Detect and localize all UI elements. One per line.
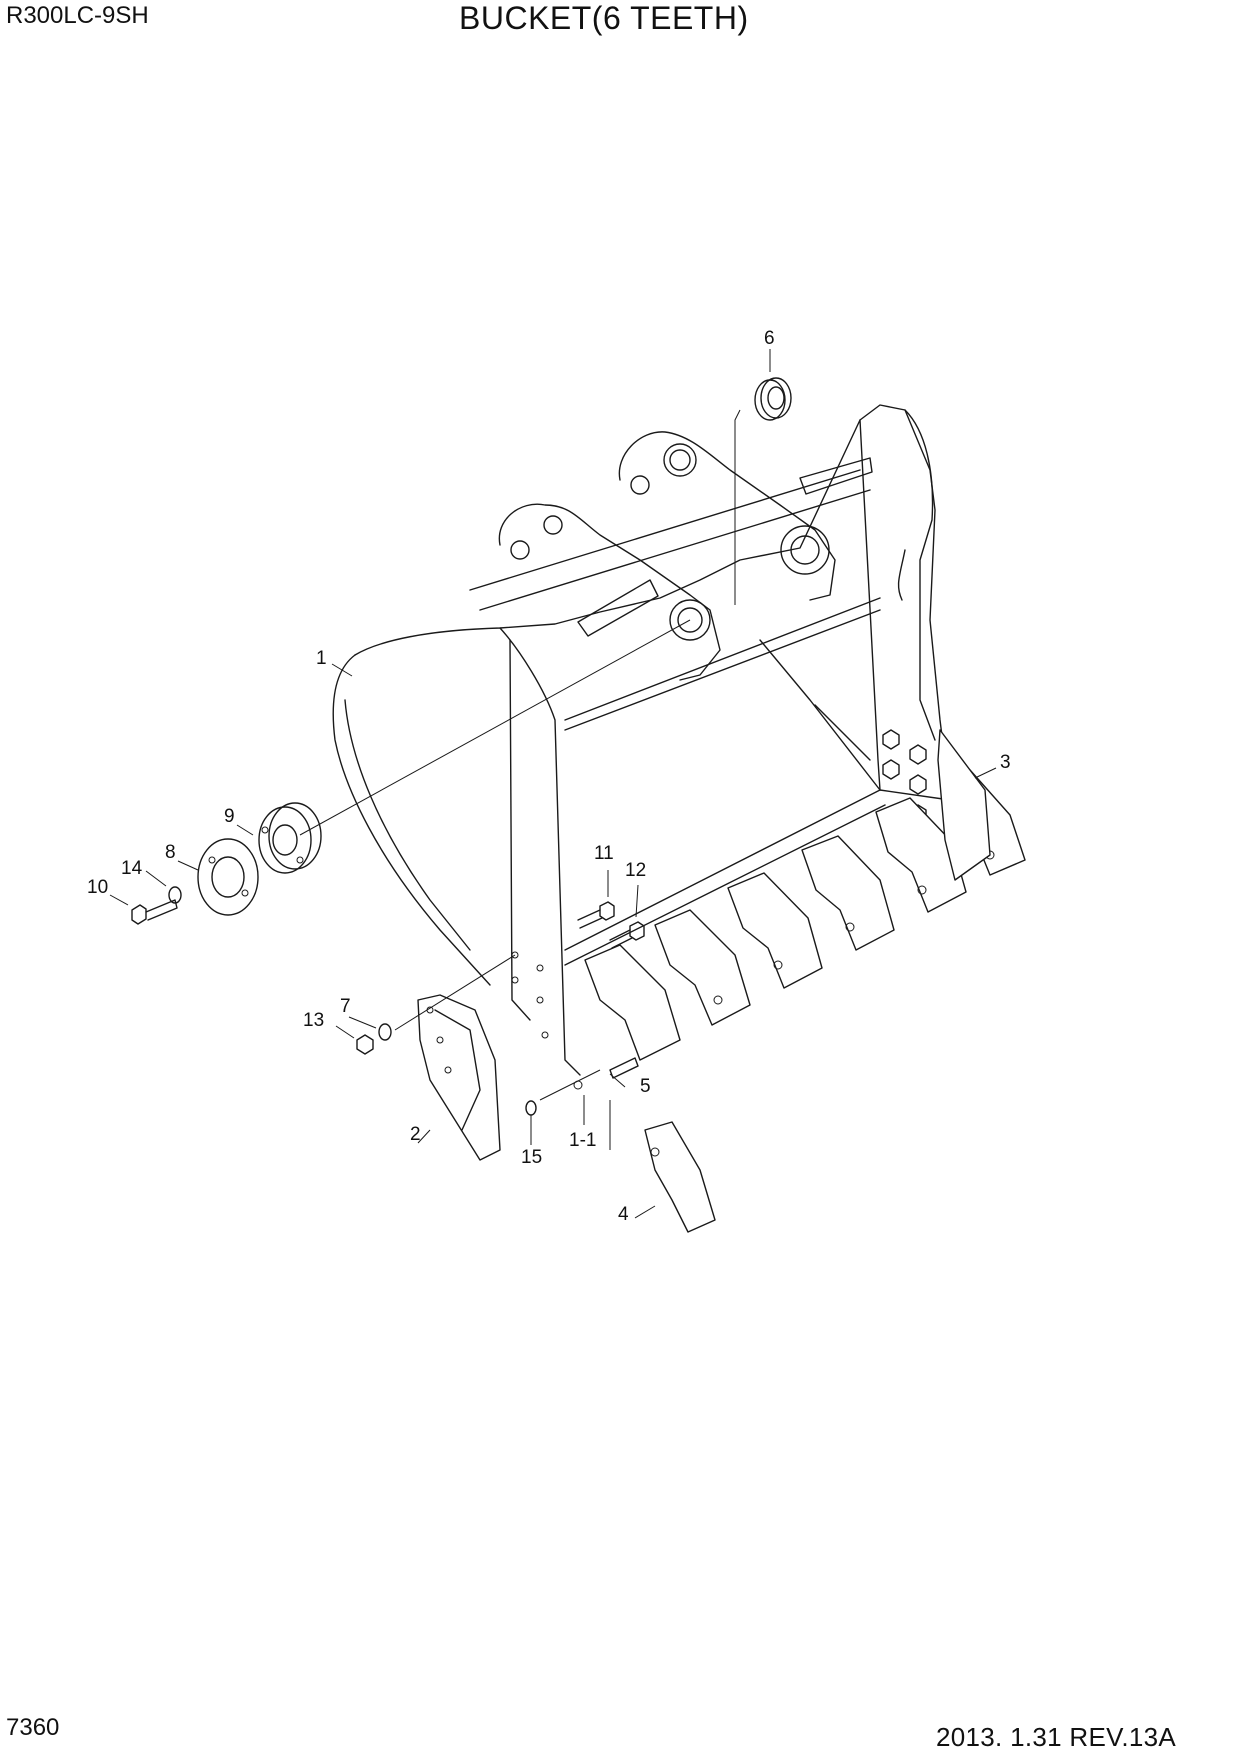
callout-6: 6 — [764, 328, 775, 349]
page-number: 7360 — [6, 1714, 60, 1741]
pin-collar — [258, 802, 322, 874]
revision-date: 2013. 1.31 REV.13A — [936, 1722, 1177, 1752]
callout-1-1: 1-1 — [569, 1130, 597, 1151]
callout-12: 12 — [625, 860, 647, 881]
callout-8: 8 — [165, 842, 176, 863]
shim-plate — [197, 838, 259, 916]
tooth-point — [644, 1121, 716, 1233]
callout-7: 7 — [340, 996, 351, 1017]
callout-15: 15 — [521, 1147, 543, 1168]
callout-10: 10 — [87, 877, 109, 898]
side-cutter-right — [937, 729, 991, 881]
callout-4: 4 — [618, 1204, 629, 1225]
nut-13 — [356, 1034, 374, 1055]
page-title: BUCKET(6 TEETH) — [459, 0, 749, 36]
lock-ring-15 — [525, 1100, 537, 1116]
bolt-11 — [577, 901, 615, 929]
assembly-lines — [299, 409, 741, 1150]
bushing — [754, 377, 792, 421]
callout-9: 9 — [224, 806, 235, 827]
callout-3: 3 — [1000, 752, 1011, 773]
bucket-body — [332, 404, 951, 1076]
model-number: R300LC-9SH — [6, 2, 149, 29]
side-cutter-left — [417, 994, 501, 1161]
washer-7 — [378, 1023, 392, 1041]
washer-14 — [168, 886, 182, 904]
callout-11: 11 — [594, 843, 614, 864]
callout-1: 1 — [316, 648, 327, 669]
callout-2: 2 — [410, 1124, 421, 1145]
callout-5: 5 — [640, 1076, 651, 1097]
callout-14: 14 — [121, 858, 143, 879]
bolt-12 — [609, 921, 645, 949]
bolt-10 — [131, 899, 178, 925]
callout-13: 13 — [303, 1010, 325, 1031]
pin-5 — [609, 1057, 639, 1079]
callout-leaders — [109, 349, 997, 1219]
